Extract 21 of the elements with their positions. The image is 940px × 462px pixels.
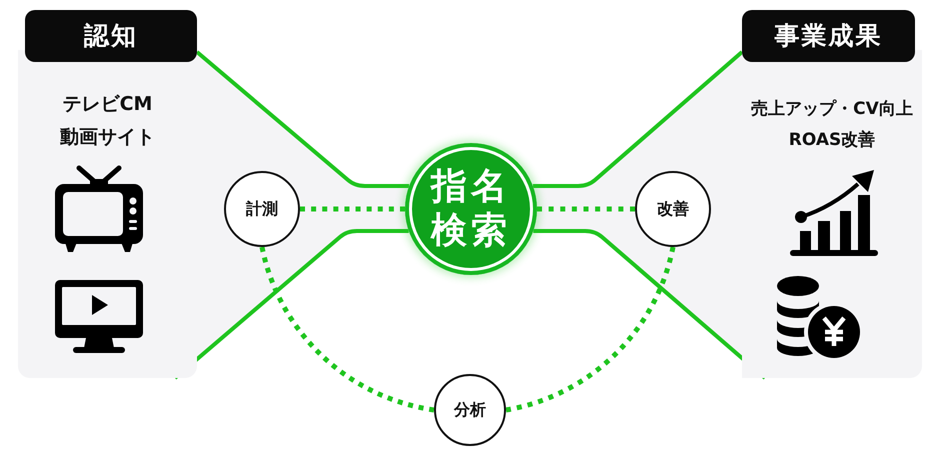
section-panel	[18, 10, 197, 378]
panel-text: 売上アップ・CV向上	[750, 98, 914, 121]
dotted-connector	[537, 206, 635, 212]
panel-text: ROAS改善	[788, 129, 876, 152]
connector-line	[533, 229, 766, 380]
section-heading: 認知	[25, 10, 197, 62]
panel-text: テレビCM	[62, 92, 154, 117]
connector-line	[174, 229, 409, 380]
center-circle	[405, 143, 537, 275]
circle-label: 計測	[246, 198, 278, 220]
section-panel	[742, 10, 922, 378]
circle-label: 改善	[657, 198, 689, 220]
section-heading: 事業成果	[742, 10, 915, 62]
circle-label: 分析	[454, 400, 486, 420]
circle-label: 指名検索	[429, 165, 512, 253]
connector-line	[196, 50, 410, 188]
dotted-connector	[300, 206, 405, 212]
dotted-connector	[505, 246, 676, 412]
dotted-connector	[260, 246, 434, 412]
connector-line	[532, 50, 744, 188]
panel-text: 動画サイト	[59, 125, 156, 150]
